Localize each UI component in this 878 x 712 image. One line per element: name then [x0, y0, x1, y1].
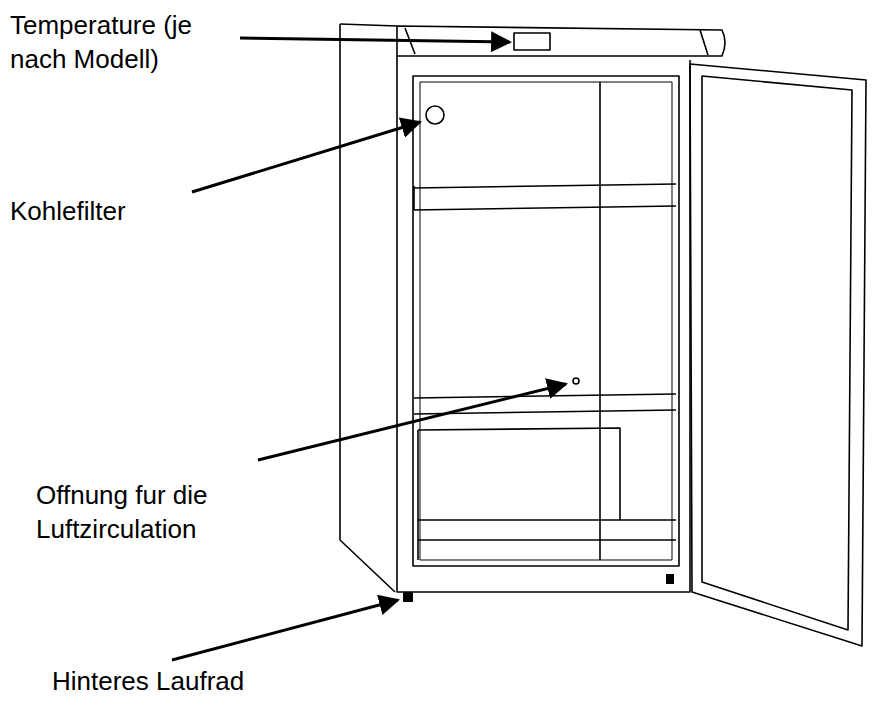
- leader-lines: [172, 38, 566, 660]
- part-label: Kohlefilter: [10, 194, 230, 228]
- part-label: Hinteres Laufrad: [52, 664, 352, 698]
- part-label: Offnung fur die Luftzirculation: [36, 478, 298, 546]
- part-label: Temperature (je nach Modell): [10, 8, 238, 76]
